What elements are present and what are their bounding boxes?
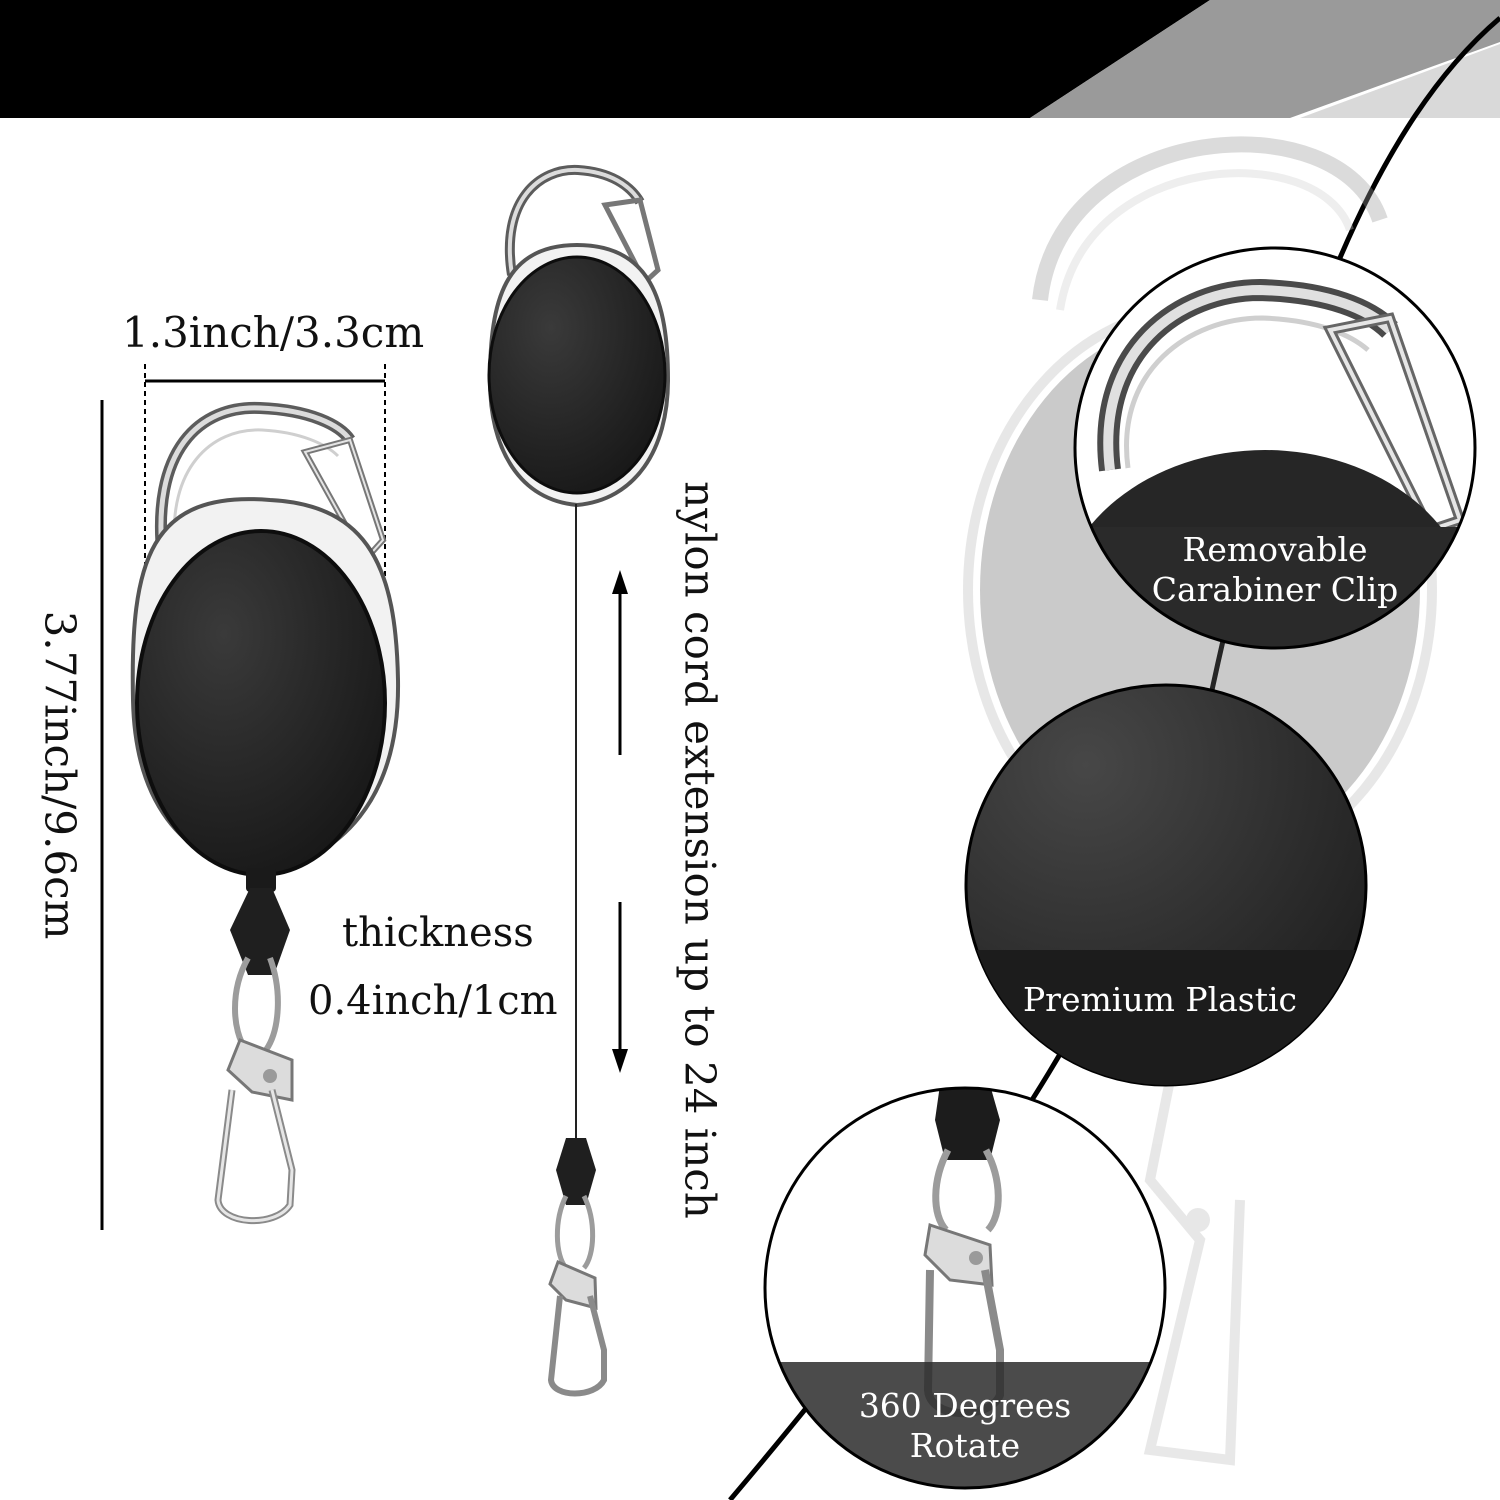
left-reel [130,401,401,1225]
feature-badge-plastic: Premium Plastic [990,980,1330,1020]
feature-circle-swivel [763,1086,1167,1490]
feature-badge-line: Carabiner Clip [1151,570,1399,609]
feature-badge-line: Premium Plastic [1022,980,1298,1019]
feature-badge-rotate: 360 Degrees Rotate [830,1386,1100,1466]
thickness-value: 0.4inch/1cm [308,978,558,1024]
thickness-label: thickness [342,910,534,956]
feature-badge-carabiner: Removable Carabiner Clip [1150,530,1400,610]
center-reel [487,164,671,1397]
height-dimension-label: 3.77inch/9.6cm [35,610,85,940]
cord-extension-label: nylon cord extension up to 24 inch [675,481,725,1219]
feature-badge-line: Rotate [909,1426,1021,1465]
extension-arrows [612,570,628,1073]
width-dimension-label: 1.3inch/3.3cm [122,308,425,357]
feature-badge-line: 360 Degrees [858,1386,1072,1425]
top-banner [0,0,1500,118]
feature-badge-line: Removable [1182,530,1368,569]
